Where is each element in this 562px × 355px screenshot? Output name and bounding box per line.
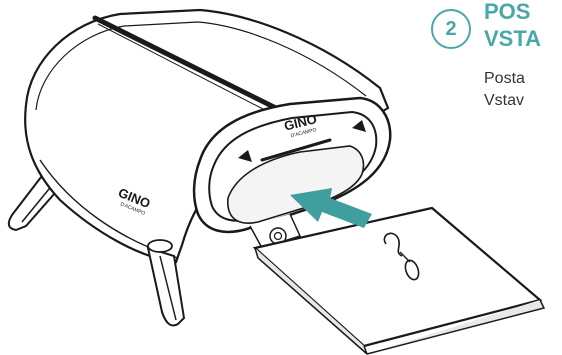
step-description-line: Posta (484, 68, 562, 90)
step-title-line: POS (484, 0, 562, 25)
step-number: 2 (445, 18, 456, 41)
step-description-line: Vstav (484, 90, 562, 112)
step-number-badge: 2 (431, 9, 471, 49)
step-title-line: VSTA (484, 25, 562, 52)
step-description: Posta Vstav (484, 68, 562, 112)
step-title: POS VSTA (484, 0, 562, 52)
